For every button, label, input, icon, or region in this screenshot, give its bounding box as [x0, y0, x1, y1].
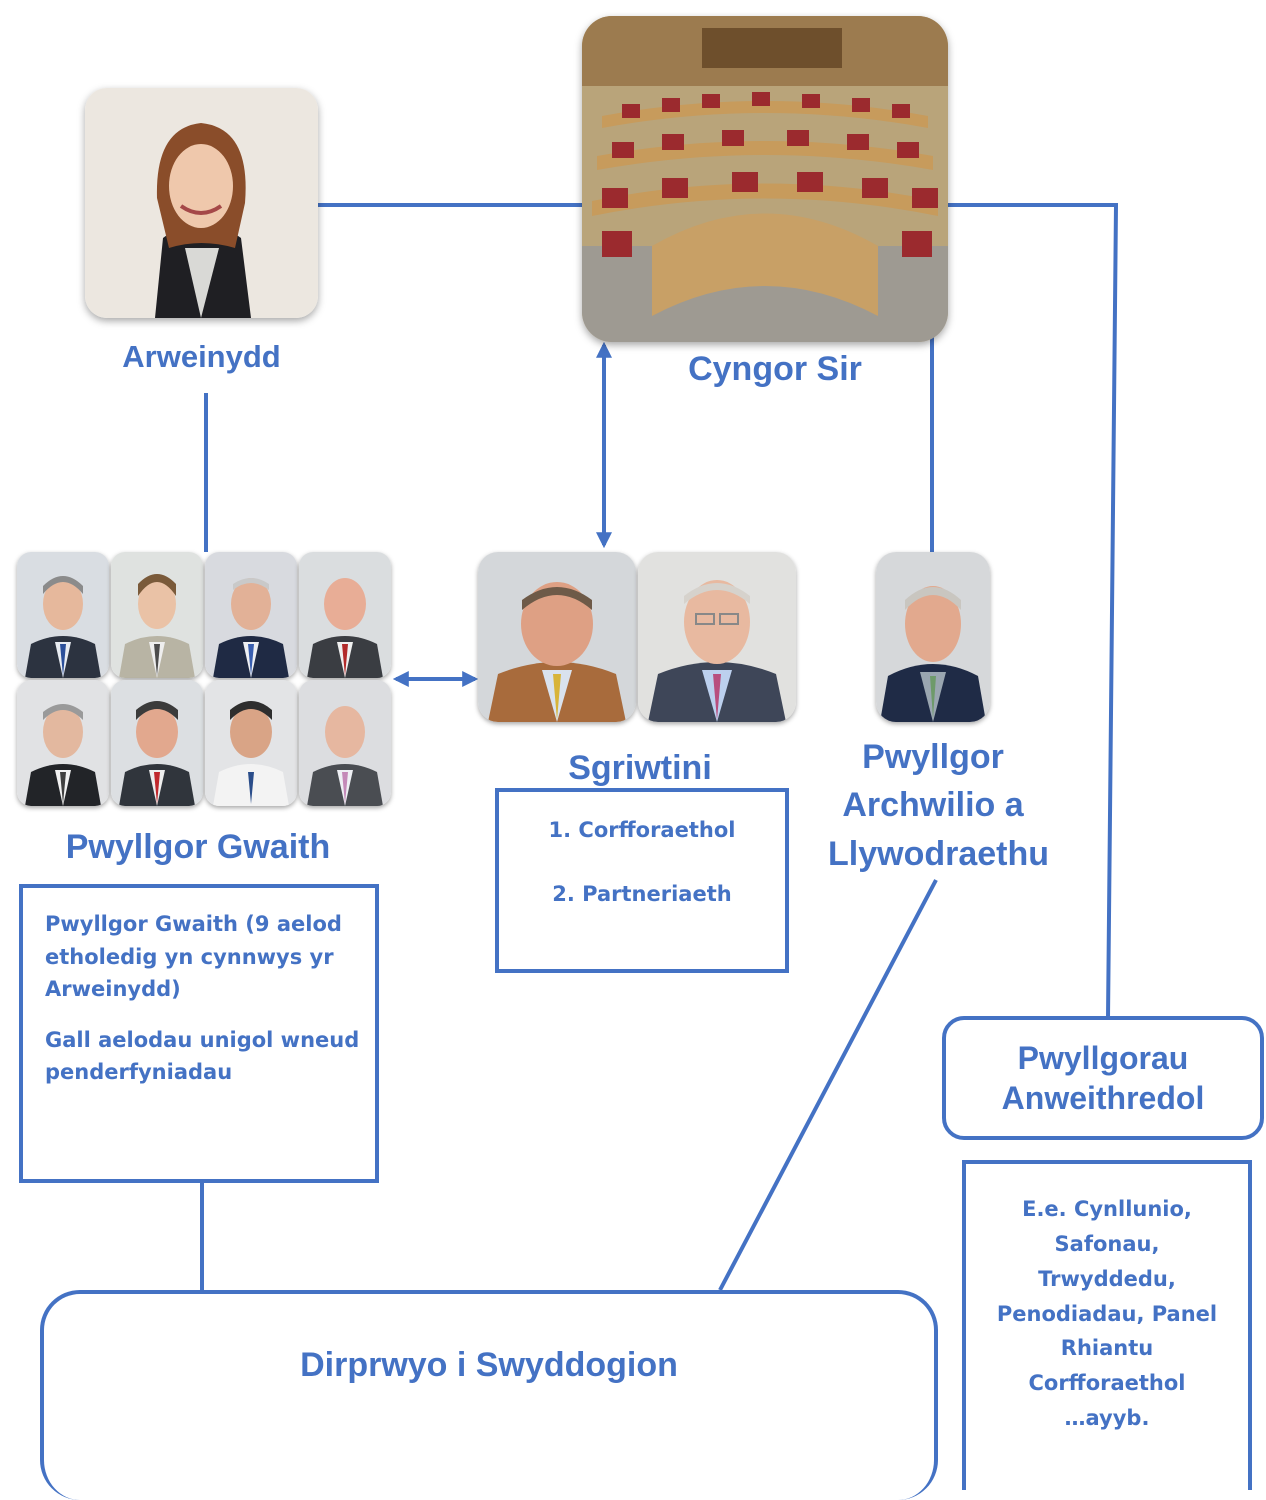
executive-member-photo-7 — [205, 680, 297, 806]
executive-member-photo-8 — [299, 680, 391, 806]
non-executive-detail-4: Penodiadau, Panel — [996, 1301, 1218, 1326]
executive-member-photo-5 — [17, 680, 109, 806]
scrutiny-member-photo-1 — [478, 552, 636, 722]
executive-label: Pwyllgor Gwaith — [65, 828, 331, 866]
scrutiny-details-box: 1. Corfforaethol 2. Partneriaeth — [495, 788, 789, 973]
officers-label: Dirprwyo i Swyddogion — [300, 1346, 678, 1384]
non-executive-details-box: E.e. Cynllunio, Safonau, Trwyddedu, Peno… — [962, 1160, 1252, 1490]
non-executive-label-line-1: Pwyllgorau — [1017, 1040, 1189, 1076]
audit-label-line-1: Pwyllgor — [862, 738, 1004, 776]
leader-photo — [85, 88, 318, 318]
non-executive-detail-6: Corfforaethol — [1028, 1371, 1186, 1396]
audit-member-photo — [876, 552, 990, 722]
non-executive-detail-1: E.e. Cynllunio, — [1022, 1197, 1192, 1221]
executive-member-photo-3 — [205, 552, 297, 678]
non-executive-box: Pwyllgorau Anweithredol — [942, 1016, 1264, 1140]
scrutiny-item-1: 1. Corfforaethol — [548, 818, 736, 842]
non-executive-detail-7: …ayyb. — [1064, 1406, 1150, 1431]
council-chamber-photo — [582, 16, 948, 342]
scrutiny-item-2: 2. Partneriaeth — [552, 882, 732, 906]
leader-label: Arweinydd — [122, 339, 281, 374]
council-label: Cyngor Sir — [688, 350, 862, 388]
executive-member-photo-2 — [111, 552, 203, 678]
audit-label-line-3: Llywodraethu — [828, 834, 1050, 873]
executive-details-line-1: Pwyllgor Gwaith (9 aelod etholedig yn cy… — [45, 912, 342, 1002]
non-executive-detail-3: Trwyddedu, — [1038, 1266, 1176, 1291]
council-non-executive-line — [948, 203, 1119, 1019]
executive-member-photo-1 — [17, 552, 109, 678]
audit-label-line-2: Archwilio a — [842, 786, 1024, 825]
scrutiny-member-photo-2 — [638, 552, 796, 722]
officers-box: Dirprwyo i Swyddogion — [40, 1290, 938, 1500]
non-executive-label-line-2: Anweithredol — [1001, 1080, 1205, 1116]
executive-member-photo-6 — [111, 680, 203, 806]
executive-details-line-2: Gall aelodau unigol wneud penderfyniadau — [45, 1027, 360, 1085]
executive-member-photo-4 — [299, 552, 391, 678]
non-executive-detail-2: Safonau, — [1054, 1231, 1160, 1256]
audit-label: Pwyllgor Archwilio a Llywodraethu — [828, 733, 1050, 878]
non-executive-detail-5: Rhiantu — [1060, 1336, 1154, 1361]
audit-officers-line — [718, 879, 938, 1291]
executive-details-box: Pwyllgor Gwaith (9 aelod etholedig yn cy… — [19, 884, 379, 1183]
scrutiny-label: Sgriwtini — [568, 749, 712, 787]
